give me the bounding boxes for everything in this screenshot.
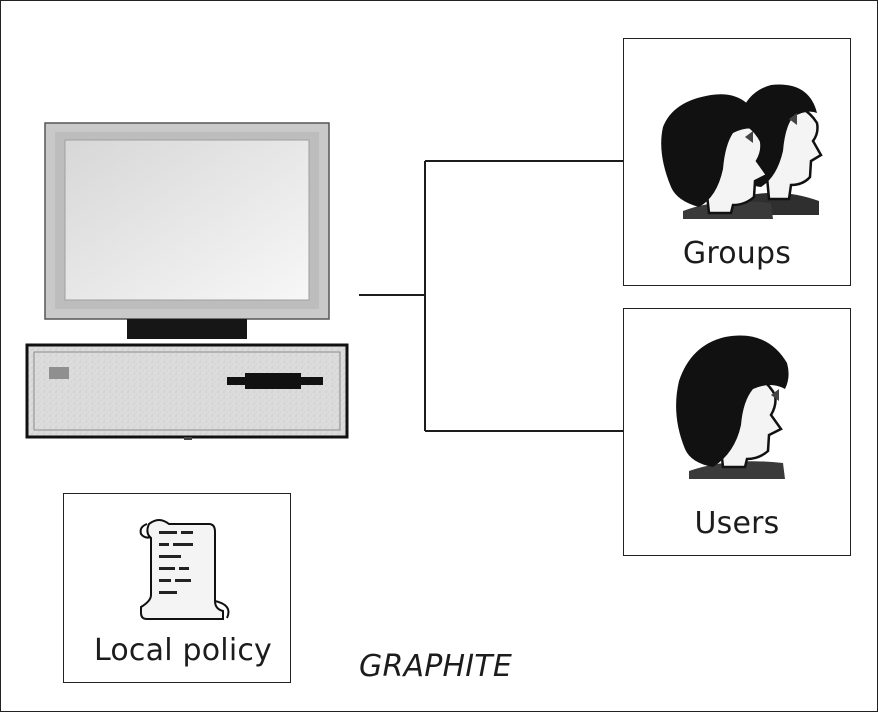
computer-name-label: GRAPHITE (359, 649, 512, 684)
case-power-led (49, 367, 69, 379)
monitor-stand (127, 319, 247, 339)
case-foot (184, 437, 192, 440)
users-label: Users (694, 506, 780, 541)
groups-label: Groups (682, 236, 792, 271)
monitor-screen (64, 139, 310, 301)
person-front (661, 94, 773, 219)
case-inner-border (33, 351, 341, 431)
local-policy-label: Local policy (93, 633, 273, 668)
case-drive-slot-center (245, 373, 301, 389)
